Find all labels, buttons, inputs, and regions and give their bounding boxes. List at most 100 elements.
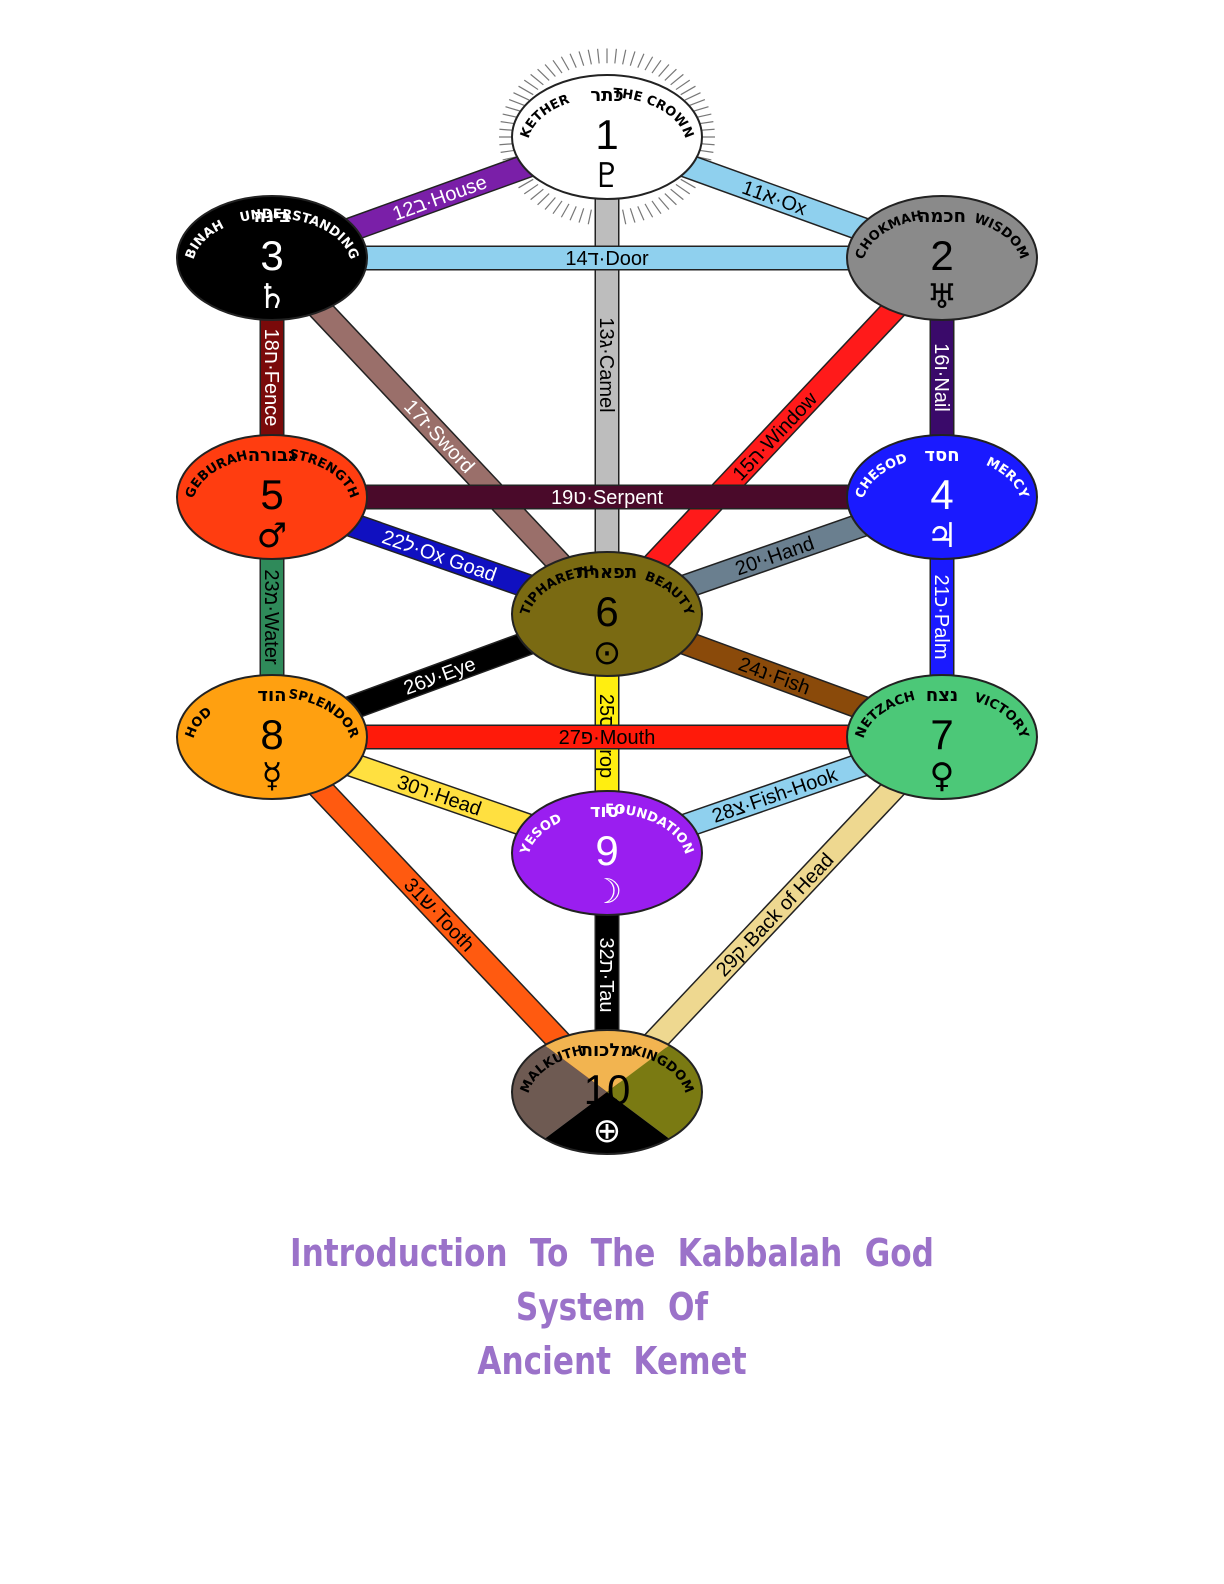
- sephirah-hebrew: יסוד: [590, 801, 624, 822]
- sephirah-number: 2: [930, 232, 953, 279]
- crown-ray: [651, 200, 662, 215]
- crown-ray: [552, 200, 563, 215]
- crown-ray: [523, 183, 539, 195]
- sephirah-disc: [176, 674, 368, 800]
- crown-ray: [644, 203, 654, 218]
- path-label: 12ב·House: [390, 171, 490, 225]
- crown-ray: [596, 48, 600, 64]
- sephirah-number: 10: [584, 1066, 631, 1113]
- path-label: 31ש·Tooth: [399, 874, 478, 956]
- path-label: 30ר·Head: [394, 771, 484, 820]
- crown-ray: [518, 85, 534, 96]
- crown-ray: [518, 178, 534, 189]
- sephirah-hebrew: תפארת: [577, 562, 637, 583]
- crown-ray: [578, 51, 585, 66]
- crown-ray: [537, 68, 550, 81]
- sephirah-number: 6: [595, 588, 618, 635]
- path-label: 26ע·Eye: [401, 653, 479, 700]
- crown-ray: [587, 209, 592, 225]
- planet-symbol-icon: ♀: [930, 756, 955, 796]
- sephirah-number: 1: [595, 111, 618, 158]
- crown-ray: [544, 197, 556, 210]
- crown-ray: [658, 64, 670, 77]
- path-label: 14ד·Door: [565, 248, 649, 270]
- path-label: 18ח·Fence: [260, 329, 282, 427]
- crown-ray: [680, 85, 696, 96]
- sephirah-number: 8: [260, 711, 283, 758]
- path-band: [598, 729, 951, 1100]
- crown-ray: [670, 73, 684, 86]
- sephirah-disc: [846, 195, 1038, 321]
- planet-symbol-icon: ⊕: [593, 1111, 622, 1151]
- sephirah-hebrew: בינה: [254, 206, 291, 227]
- path-19: 19ט·Serpent: [272, 484, 942, 510]
- sephirah-number: 5: [260, 471, 283, 518]
- planet-symbol-icon: ♂: [257, 516, 287, 556]
- path-label: 11א·Ox: [739, 177, 810, 220]
- sephirah-disc: [176, 434, 368, 560]
- crown-ray: [560, 203, 570, 218]
- sephirah-hebrew: גבורה: [248, 445, 296, 466]
- planet-symbol-icon: ⊙: [593, 633, 622, 673]
- path-label: 20י·Hand: [733, 533, 818, 581]
- crown-ray: [622, 49, 627, 65]
- crown-ray: [658, 197, 670, 210]
- planet-symbol-icon: ♃: [927, 516, 957, 556]
- path-label: 16ו·Nail: [930, 343, 952, 412]
- crown-ray: [637, 53, 645, 68]
- crown-ray: [513, 92, 530, 101]
- crown-ray: [569, 206, 577, 221]
- tree-of-life-diagram: 11א·Ox 12ב·House 13ג·Camel 14ד·Door 15ה·Wind…: [176, 48, 1038, 1155]
- crown-ray: [578, 208, 585, 223]
- crown-ray: [560, 56, 570, 71]
- crown-ray: [675, 79, 691, 91]
- path-14: 14ד·Door: [272, 245, 942, 271]
- path-label: 23מ·Water: [260, 569, 282, 665]
- planet-symbol-icon: ♇: [592, 156, 622, 196]
- path-band: [263, 250, 616, 622]
- path-label: 15ה·Window: [729, 388, 823, 486]
- crown-ray: [651, 59, 662, 74]
- crown-ray: [637, 206, 645, 221]
- planet-symbol-icon: ♅: [927, 277, 957, 317]
- path-label: 24נ·Fish: [735, 653, 813, 699]
- path-label: 29ק·Back of Head: [712, 849, 838, 981]
- crown-ray: [684, 92, 701, 101]
- sephirah-disc: [511, 74, 703, 200]
- sephirah-hebrew: נצח: [926, 685, 958, 706]
- title-line-1: Introduction To The Kabbalah God System …: [290, 1231, 934, 1329]
- path-27: 27פ·Mouth: [272, 724, 942, 750]
- crown-ray: [614, 48, 618, 64]
- sephirah-number: 3: [260, 232, 283, 279]
- crown-ray: [537, 193, 550, 206]
- sephirah-disc: [511, 551, 703, 677]
- path-label: 32ת·Tau: [595, 938, 617, 1013]
- sephirah-number: 7: [930, 711, 953, 758]
- path-label: 21כ·Palm: [930, 575, 952, 660]
- path-label: 22ל·Ox Goad: [379, 526, 499, 586]
- crown-ray: [629, 51, 636, 66]
- crown-ray: [569, 53, 577, 68]
- path-label: 13ג·Camel: [595, 317, 617, 412]
- path-label: 17ז·Sword: [399, 396, 478, 478]
- path-label: 27פ·Mouth: [559, 727, 656, 749]
- crown-ray: [670, 188, 684, 201]
- crown-ray: [530, 73, 544, 86]
- sephirah-hebrew: הוד: [257, 685, 286, 706]
- sephirah-hebrew: כתר: [590, 85, 623, 106]
- crown-ray: [523, 79, 539, 91]
- crown-ray: [587, 49, 592, 65]
- sephirah-disc: [511, 790, 703, 916]
- path-13: 13ג·Camel: [594, 137, 620, 614]
- crown-ray: [629, 208, 636, 223]
- crown-ray: [675, 183, 691, 195]
- path-band: [263, 729, 616, 1100]
- title-line-2: Ancient Kemet: [477, 1339, 747, 1383]
- path-label: 19ט·Serpent: [551, 487, 663, 509]
